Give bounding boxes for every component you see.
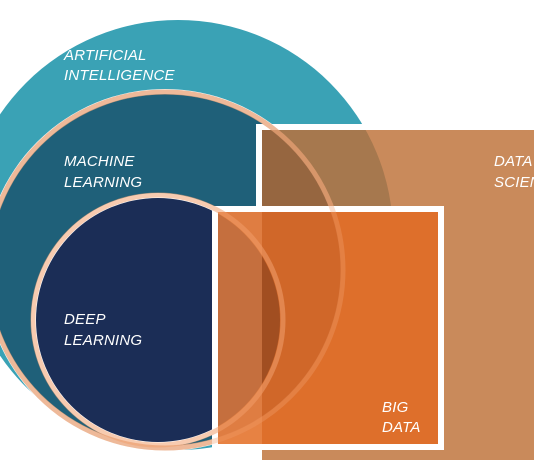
ml-label-line1: MACHINE [64,153,135,170]
bd-ml-arc [0,89,346,451]
ds-label-line2: SCIENCE [494,174,534,191]
ml-label-line2: LEARNING [64,174,142,191]
bd-label-line2: DATA [382,419,421,436]
ds-label-line1: DATA [494,153,533,170]
dl-label-line2: LEARNING [64,332,142,349]
bd-label-line1: BIG [382,399,409,416]
bd-dl-arc [30,192,286,448]
bd-left-band [218,212,262,444]
ai-label-line1: ARTIFICIAL [63,47,147,64]
ai-label-line2: INTELLIGENCE [64,67,176,84]
dl-label-line1: DEEP [64,311,106,328]
